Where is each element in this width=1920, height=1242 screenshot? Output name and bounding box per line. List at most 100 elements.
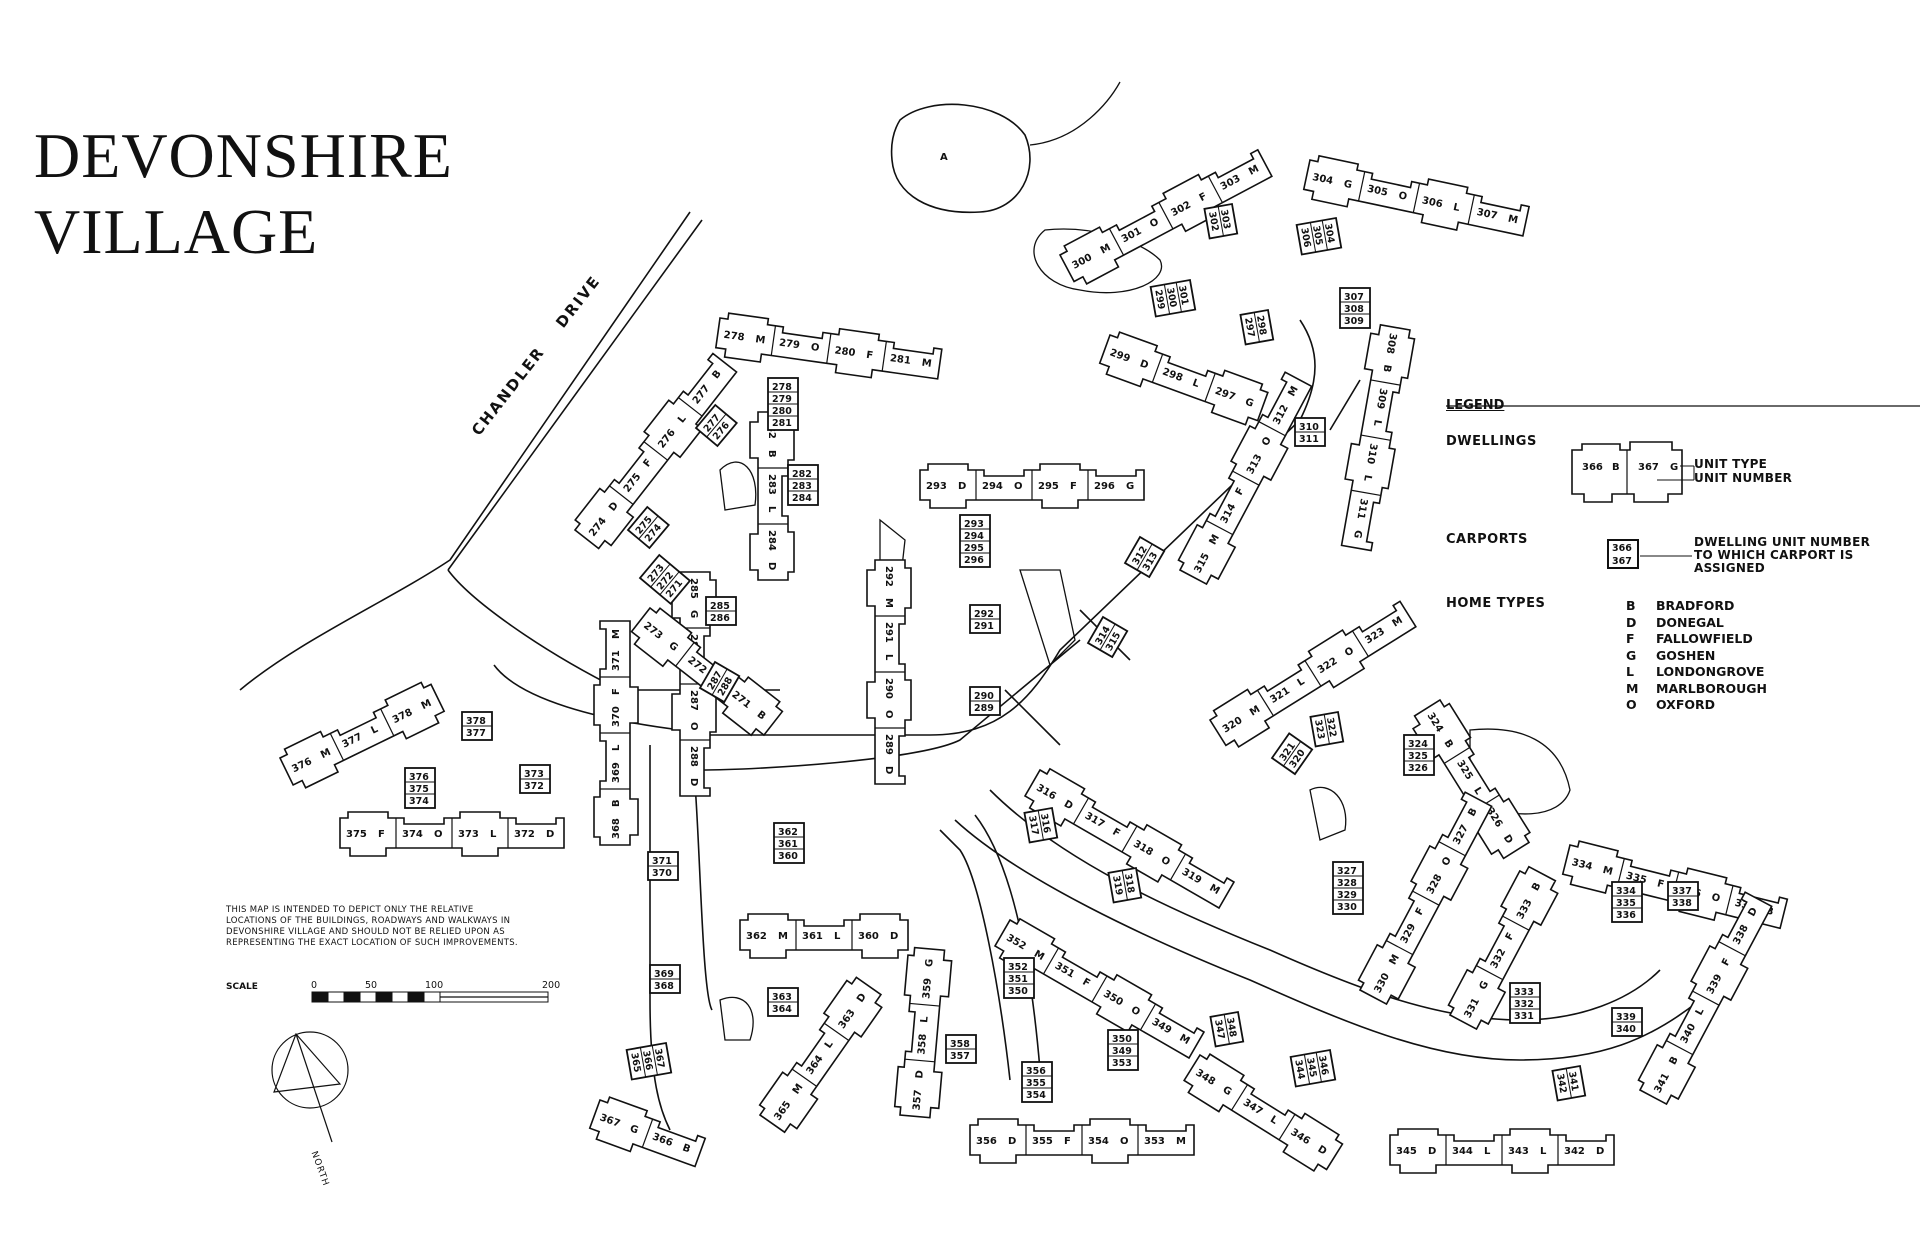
- unit-divider: [904, 1058, 935, 1063]
- legend-example-text-2: B: [1612, 462, 1620, 473]
- carport-box: [404, 767, 436, 809]
- carport-unit-378: 378: [466, 716, 486, 727]
- unit-divider: [675, 642, 695, 667]
- carport-unit-306: 306: [1298, 227, 1312, 249]
- unit-divider: [609, 485, 634, 505]
- unit-divider: [1351, 489, 1381, 497]
- north-arrow-icon: [271, 1031, 349, 1143]
- carport-box: [638, 553, 692, 605]
- unit-divider: [1151, 353, 1164, 383]
- carport-divider: [1565, 1068, 1572, 1099]
- unit-type-287: O: [688, 722, 699, 731]
- road-segment-12: [1329, 379, 1361, 431]
- unit-type-315: M: [1208, 533, 1222, 547]
- unit-number-359: 359: [921, 978, 934, 1000]
- unit-type-355: F: [1064, 1136, 1071, 1147]
- unit-number-344: 344: [1452, 1146, 1473, 1157]
- unit-divider: [1169, 853, 1187, 881]
- unit-number-343: 343: [1508, 1146, 1529, 1157]
- unit-type-321: L: [1296, 676, 1308, 689]
- unit-number-292: 292: [883, 566, 894, 587]
- scale-tick-200: 200: [542, 980, 561, 991]
- carport-divider: [1321, 220, 1328, 251]
- unit-divider: [1692, 990, 1720, 1006]
- unit-type-378: M: [420, 698, 434, 712]
- unit-number-342: 342: [1564, 1146, 1585, 1157]
- pond-label: A: [940, 152, 948, 163]
- scale-label: SCALE: [226, 982, 258, 992]
- legend-carport-note-3: ASSIGNED: [1694, 561, 1765, 575]
- unit-divider: [1443, 746, 1470, 764]
- legend-dwellings-label: DWELLINGS: [1446, 434, 1537, 449]
- unit-type-294: O: [1014, 481, 1023, 492]
- carport-unit-351: 351: [1008, 974, 1028, 985]
- unit-number-278: 278: [723, 330, 745, 344]
- unit-type-341: B: [1668, 1055, 1681, 1067]
- carport-unit-299: 299: [1152, 289, 1166, 310]
- unit-type-347: L: [1268, 1114, 1280, 1127]
- carport-divider: [651, 1045, 658, 1076]
- carport-divider: [659, 571, 680, 596]
- unit-number-285: 285: [688, 578, 699, 599]
- carport-unit-352: 352: [1008, 962, 1028, 973]
- unit-type-296: G: [1126, 481, 1134, 492]
- carport-unit-368: 368: [654, 981, 674, 992]
- carport-unit-297: 297: [1242, 317, 1256, 338]
- unit-type-368: B: [611, 799, 622, 807]
- carport-box: [1403, 734, 1435, 776]
- unit-type-369: L: [611, 744, 622, 751]
- carport-unit-293: 293: [964, 519, 984, 530]
- road-segment-15: [1004, 689, 1061, 746]
- carport-unit-338: 338: [1672, 898, 1692, 909]
- carports-layer: 2782792802812772762822832842932942952962…: [404, 202, 1699, 1103]
- unit-divider: [1258, 421, 1286, 437]
- carport-box: [1003, 957, 1035, 999]
- carport-unit-308: 308: [1344, 304, 1364, 315]
- unit-type-343: L: [1540, 1146, 1547, 1157]
- carport-unit-357: 357: [950, 1051, 970, 1062]
- carport-unit-339: 339: [1616, 1012, 1636, 1023]
- unit-type-345: D: [1428, 1146, 1436, 1157]
- carport-unit-289: 289: [974, 703, 994, 714]
- carport-unit-371: 371: [652, 856, 672, 867]
- unit-type-375: F: [378, 829, 385, 840]
- carport-unit-302: 302: [1206, 211, 1220, 232]
- carport-unit-364: 364: [772, 1004, 792, 1015]
- unit-type-351: F: [1080, 977, 1091, 990]
- carport-unit-291: 291: [974, 621, 994, 632]
- unit-type-357: D: [914, 1070, 926, 1079]
- unit-type-279: O: [810, 342, 820, 354]
- carport-divider: [1309, 222, 1317, 253]
- carport-unit-326: 326: [1408, 763, 1428, 774]
- unit-number-295: 295: [1038, 481, 1059, 492]
- unit-number-355: 355: [1032, 1136, 1053, 1147]
- carport-unit-334: 334: [1616, 886, 1636, 897]
- road-segment-7: [705, 419, 1301, 736]
- unit-type-362: M: [778, 931, 788, 942]
- legend-unit-number-note: UNIT NUMBER: [1694, 471, 1793, 485]
- unit-divider: [1072, 797, 1090, 825]
- unit-divider: [1231, 1084, 1248, 1111]
- carport-divider: [1099, 623, 1116, 651]
- unit-divider: [1476, 965, 1504, 981]
- unit-type-298: L: [1191, 377, 1201, 390]
- unit-type-305: O: [1397, 190, 1408, 203]
- road-segment-9: [954, 819, 1701, 1061]
- legend-carport-note-2: TO WHICH CARPORT IS: [1694, 548, 1854, 562]
- unit-type-366: B: [681, 1142, 692, 1155]
